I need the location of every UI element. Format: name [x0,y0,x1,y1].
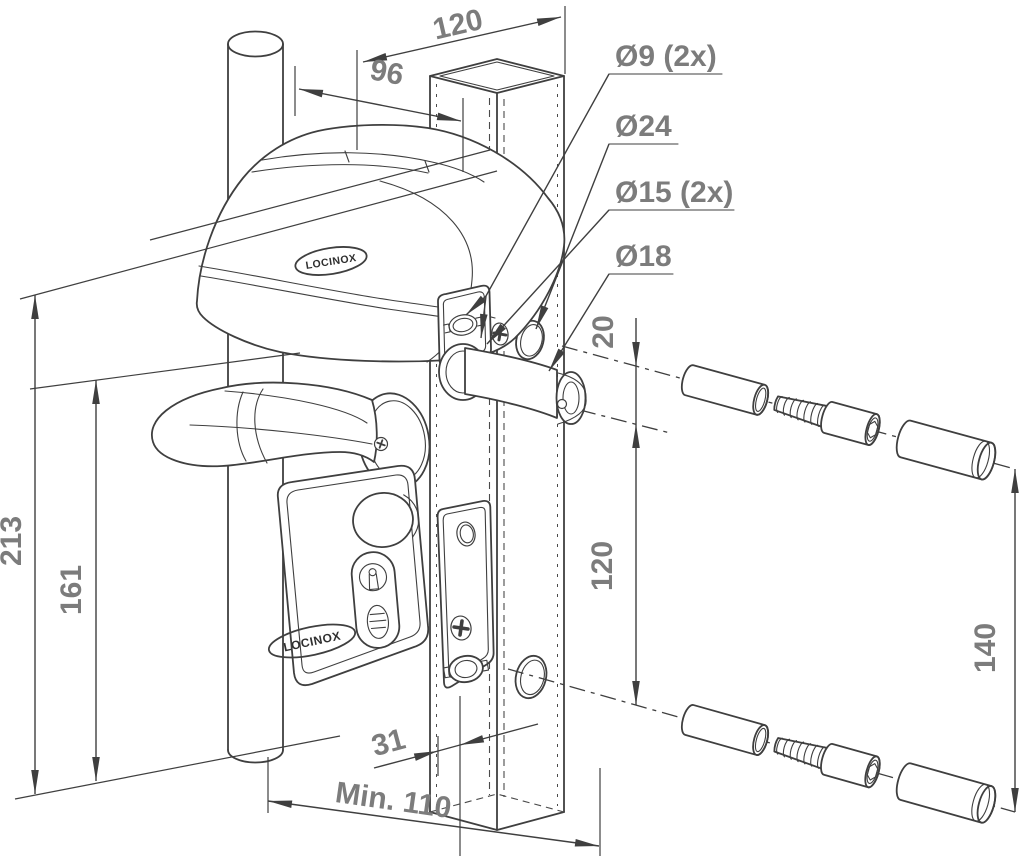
fixing-set-upper [678,362,1000,483]
cylinder-plate: LOCINOX [267,464,430,687]
rosette-screw [373,436,389,452]
callout-hole-9-label: Ø9 (2x) [615,40,717,73]
dim-140: 140 [969,469,1019,812]
dim-min-110: Min. 110 [267,776,600,847]
post-top-face [429,58,565,94]
post-top-inner-wall [439,61,555,91]
fixing-screw-upper [770,386,884,448]
lower-plate [436,499,495,689]
handle-grip-line [254,388,268,464]
callout-hole-18: Ø18 [548,240,674,372]
dim-31: 31 [368,723,539,769]
pole-top-rim [227,30,284,58]
dim-31-label: 31 [368,723,409,764]
spindle-shaft [464,347,558,419]
fixing-sleeve-lower [678,702,772,758]
dim-120-depth: 120 [362,3,562,63]
spindle-latch [438,322,587,425]
fixing-screw-lower [770,728,884,790]
keyhole [358,563,388,592]
dim-20-label: 20 [587,315,620,348]
handle-grip-line [236,391,247,462]
thumb-knob [352,492,420,548]
callout-hole-24: Ø24 [535,110,679,330]
center-line-mid [579,409,671,434]
callout-hole-9: Ø9 (2x) [465,40,723,339]
fixing-cap-upper [892,417,1000,483]
dim-120-spacing-label: 120 [586,541,619,591]
plate-screw-phillips [450,615,472,641]
handle-lever [151,381,389,468]
strike-hole-oval [443,314,483,336]
lock-top-seam-inner [251,164,429,174]
euro-cylinder [350,551,401,649]
pole-bottom-rim [227,749,284,764]
fixing-cap-lower [892,760,1000,826]
dim-161: 161 [55,380,100,781]
dim-161-label: 161 [55,565,88,615]
fixing-sleeve-upper [678,362,772,418]
latch-roller [555,371,587,425]
dim-20: 20 [587,315,640,424]
callout-hole-24-label: Ø24 [615,110,672,143]
lock-top-seam [261,152,485,183]
dim-96-label: 96 [367,53,406,92]
dim-96: 96 [298,53,462,122]
plate-hole-oval [456,521,476,547]
handle-contour [189,424,373,445]
callout-hole-18-label: Ø18 [615,240,672,273]
dim-120-spacing: 120 [586,424,640,705]
dim-120-depth-label: 120 [430,3,486,46]
dim-213: 213 [0,295,39,794]
lock-body: LOCINOX [195,124,566,363]
callout-hole-15-label: Ø15 (2x) [615,176,733,209]
extension-lines [14,6,601,856]
fixing-set-lower [678,702,1000,826]
handle-contour [224,390,368,424]
dim-213-label: 213 [0,516,28,566]
plate-grommet [442,654,490,684]
cylinder-cam [366,604,390,639]
dim-140-label: 140 [969,623,1002,673]
callout-hole-15: Ø15 (2x) [486,176,735,345]
post-hole-lower [514,654,548,700]
